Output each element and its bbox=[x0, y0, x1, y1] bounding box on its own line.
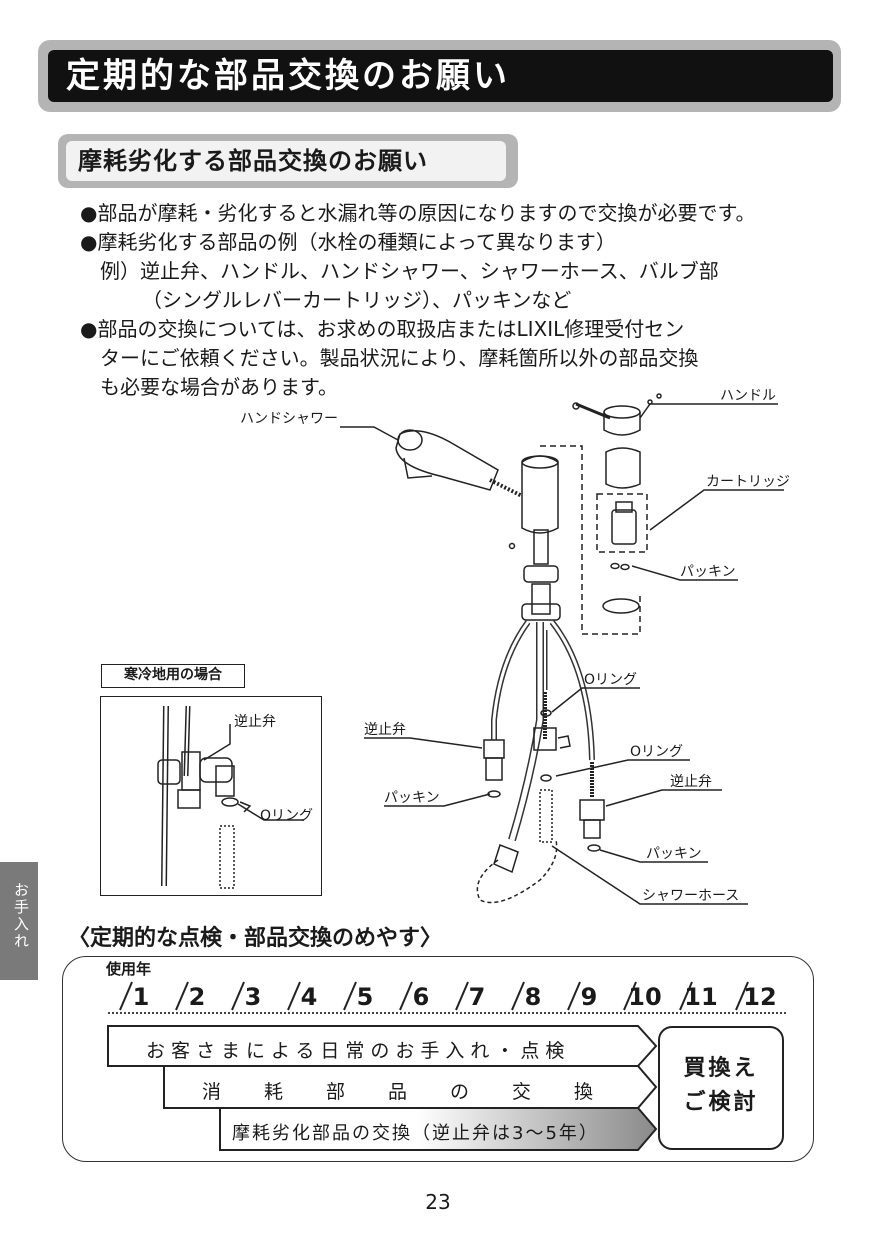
year-3: 3 bbox=[244, 983, 262, 1011]
section-header-band bbox=[66, 141, 506, 181]
label-check-valve: 逆止弁 bbox=[670, 774, 712, 790]
label-check-valve: 逆止弁 bbox=[234, 714, 276, 730]
schedule-bar-daily-care: お客さまによる日常のお手入れ・点検 bbox=[146, 1040, 571, 1062]
replace-line: ご検討 bbox=[683, 1090, 759, 1115]
schedule-bar-consumables: 消耗部品の交換 bbox=[202, 1077, 604, 1104]
cold-region-title-box bbox=[101, 664, 245, 688]
cold-region-diagram bbox=[157, 705, 304, 889]
year-9: 9 bbox=[580, 983, 598, 1011]
label-shower-hose: シャワーホース bbox=[642, 888, 740, 904]
year-1: 1 bbox=[132, 983, 150, 1011]
label-o-ring: Oリング bbox=[630, 744, 684, 760]
year-4: 4 bbox=[300, 983, 318, 1011]
schedule-bars bbox=[107, 1025, 658, 1151]
schedule-box bbox=[62, 956, 814, 1162]
main-header-band bbox=[48, 50, 833, 102]
body-line: ●摩耗劣化する部品の例（水栓の種類によって異なります） bbox=[80, 230, 616, 254]
cold-region-title: 寒冷地用の場合 bbox=[124, 667, 222, 683]
side-tab-label: お手入れ bbox=[12, 882, 30, 950]
label-packing: パッキン bbox=[646, 846, 702, 862]
body-line: （シングルレバーカートリッジ）、パッキンなど bbox=[142, 288, 572, 312]
schedule-bar-worn-parts: 摩耗劣化部品の交換（逆止弁は3〜5年） bbox=[232, 1123, 599, 1144]
year-8: 8 bbox=[524, 983, 542, 1011]
replace-consider-box bbox=[658, 1026, 784, 1150]
year-5: 5 bbox=[356, 983, 374, 1011]
section-title: 摩耗劣化する部品交換のお願い bbox=[78, 147, 428, 175]
bar-char: 部 bbox=[326, 1081, 346, 1103]
page-number: 23 bbox=[425, 1190, 451, 1214]
bar-char: 交 bbox=[512, 1081, 532, 1103]
year-12: 12 bbox=[743, 983, 777, 1011]
label-packing: パッキン bbox=[680, 564, 736, 580]
body-line: ターにご依頼ください。製品状況により、摩耗箇所以外の部品交換 bbox=[100, 346, 699, 370]
years-label: 使用年 bbox=[106, 960, 152, 978]
schedule-title: 〈定期的な点検・部品交換のめやす〉 bbox=[68, 926, 443, 951]
faucet-parts-diagram bbox=[340, 393, 784, 905]
bar-char: 品 bbox=[388, 1081, 408, 1103]
body-line: ●部品が摩耗・劣化すると水漏れ等の原因になりますので交換が必要です。 bbox=[80, 201, 756, 225]
cold-region-frame bbox=[100, 696, 322, 896]
body-line: も必要な場合があります。 bbox=[100, 375, 338, 399]
body-line: ●部品の交換については、お求めの取扱店またはLIXIL修理受付セン bbox=[80, 317, 685, 341]
bar-char: 換 bbox=[574, 1081, 594, 1103]
replace-consider-text: 買換え ご検討 bbox=[658, 1052, 784, 1120]
bar-char: の bbox=[450, 1081, 470, 1103]
label-o-ring: Oリング bbox=[260, 808, 314, 824]
label-o-ring: Oリング bbox=[584, 672, 638, 688]
bar-char: 消 bbox=[202, 1081, 222, 1103]
label-cartridge: カートリッジ bbox=[706, 474, 790, 490]
label-handle: ハンドル bbox=[720, 388, 776, 404]
year-10: 10 bbox=[628, 983, 662, 1011]
year-6: 6 bbox=[412, 983, 430, 1011]
page-title: 定期的な部品交換のお願い bbox=[66, 56, 510, 96]
label-hand-shower: ハンドシャワー bbox=[240, 411, 338, 427]
year-2: 2 bbox=[188, 983, 206, 1011]
years-dotted-line bbox=[108, 1012, 786, 1014]
label-packing: パッキン bbox=[384, 790, 440, 806]
side-tab bbox=[0, 862, 38, 980]
replace-line: 買換え bbox=[683, 1056, 759, 1081]
year-11: 11 bbox=[684, 983, 718, 1011]
bar-char: 耗 bbox=[264, 1081, 284, 1103]
year-slashes bbox=[119, 981, 749, 1011]
label-check-valve: 逆止弁 bbox=[364, 722, 406, 738]
year-7: 7 bbox=[468, 983, 486, 1011]
body-line: 例）逆止弁、ハンドル、ハンドシャワー、シャワーホース、バルブ部 bbox=[100, 259, 719, 283]
